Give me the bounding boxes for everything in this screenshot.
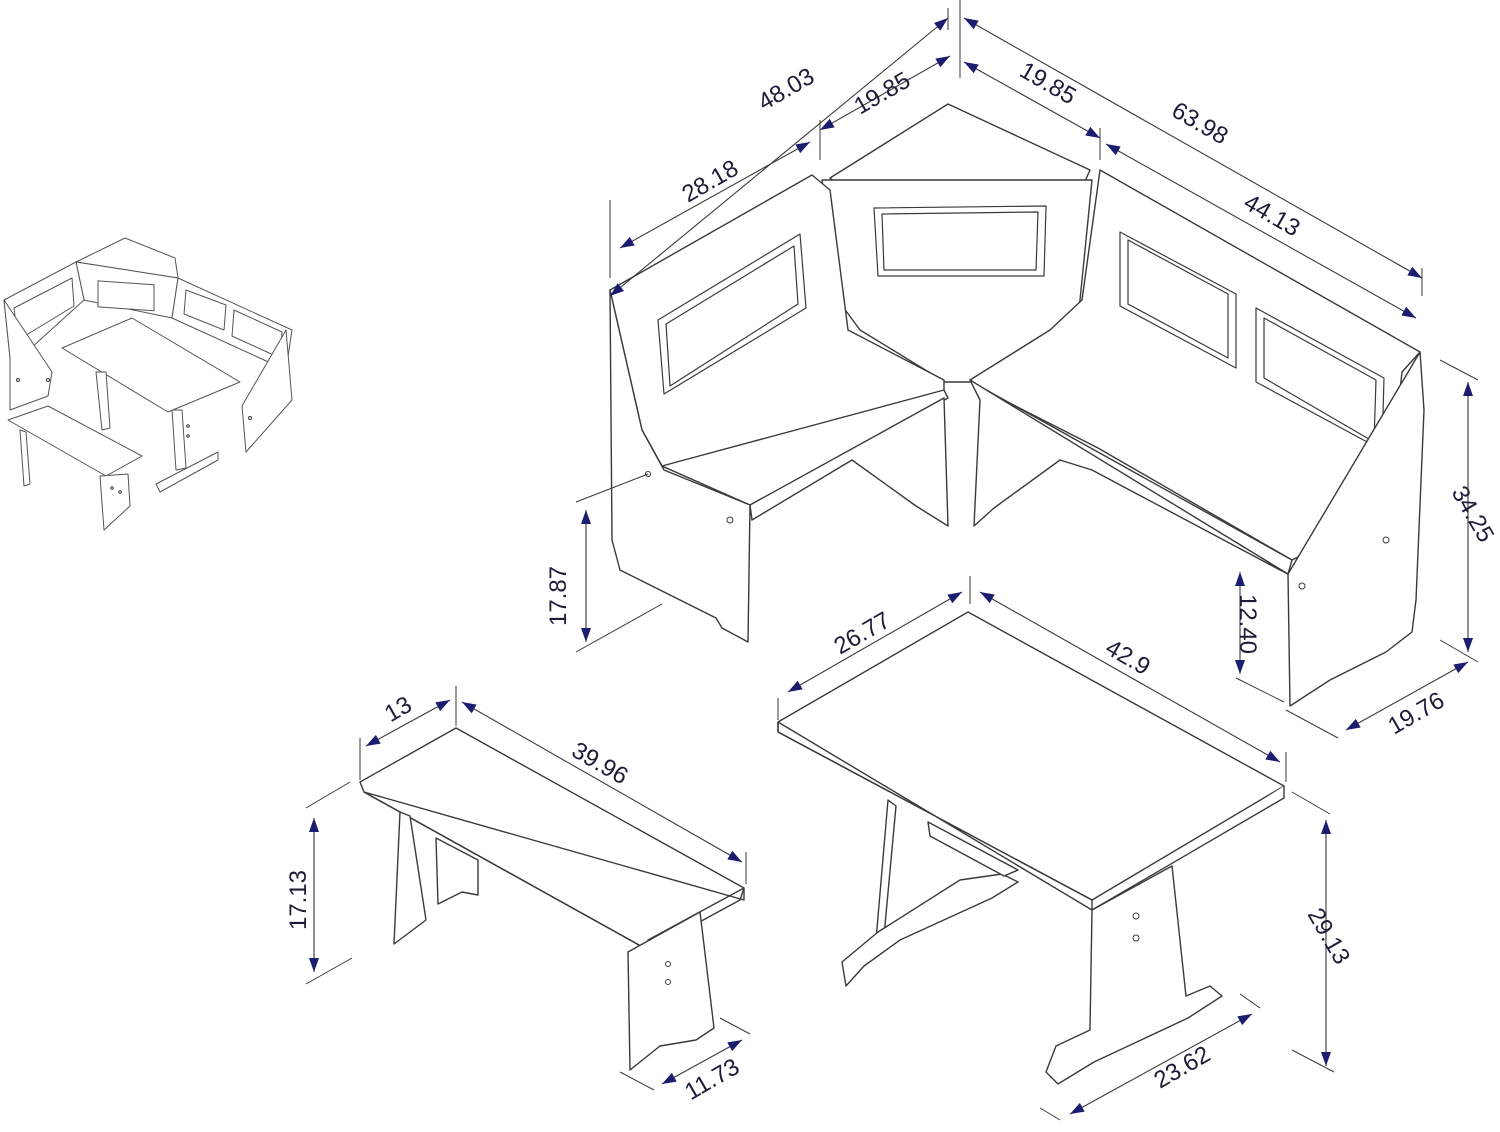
dimension-line-23-62 bbox=[1069, 1013, 1253, 1115]
dimension-line-63-98 bbox=[963, 17, 1423, 279]
extension-line bbox=[719, 1017, 751, 1035]
dimension-arrowhead bbox=[462, 702, 477, 714]
extension-line bbox=[1291, 791, 1331, 815]
dim-label-19-85-left: 19.85 bbox=[849, 67, 915, 120]
dimension-arrowhead bbox=[935, 56, 950, 68]
dimension-arrowhead bbox=[788, 680, 803, 692]
extension-line bbox=[305, 781, 351, 809]
thumbnail-nook-set bbox=[3, 237, 293, 531]
dimension-arrowhead bbox=[366, 734, 381, 746]
dimension-line-39-96 bbox=[461, 701, 743, 863]
dimension-arrowhead bbox=[1235, 660, 1245, 674]
extension-line bbox=[1285, 709, 1339, 739]
dim-label-42-9: 42.9 bbox=[1101, 634, 1155, 681]
extension-line bbox=[575, 473, 649, 503]
extension-line bbox=[1239, 993, 1261, 1009]
extension-line bbox=[619, 1071, 655, 1091]
dimension-arrowhead bbox=[1463, 638, 1473, 652]
dimension-arrowhead bbox=[435, 700, 450, 712]
dimension-arrowhead bbox=[1070, 1102, 1085, 1114]
extension-line bbox=[575, 603, 663, 653]
dimension-arrowhead bbox=[1265, 750, 1280, 762]
dim-label-19-76: 19.76 bbox=[1383, 687, 1449, 740]
dimension-arrowhead bbox=[662, 1072, 677, 1084]
extension-line bbox=[1291, 1049, 1335, 1073]
extension-line bbox=[1439, 359, 1479, 381]
dimension-arrowhead bbox=[581, 510, 591, 524]
dimension-arrowhead bbox=[947, 592, 962, 604]
extension-line bbox=[1039, 1107, 1061, 1121]
dimension-line-44-13 bbox=[1105, 143, 1417, 319]
dimension-arrowhead bbox=[934, 18, 948, 31]
dim-label-12-40: 12.40 bbox=[1234, 594, 1261, 654]
dimension-line-19-76 bbox=[1345, 661, 1469, 731]
dim-label-23-62: 23.62 bbox=[1149, 1041, 1215, 1094]
dimension-arrowhead bbox=[820, 118, 835, 130]
dim-label-63-98: 63.98 bbox=[1167, 97, 1233, 150]
extension-line bbox=[1439, 639, 1479, 663]
dim-label-48-03: 48.03 bbox=[753, 63, 819, 116]
dim-label-29-13: 29.13 bbox=[1302, 903, 1355, 969]
dimension-arrowhead bbox=[1321, 1052, 1331, 1066]
dimension-arrowhead bbox=[1463, 382, 1473, 396]
extension-line bbox=[305, 957, 353, 985]
dimension-arrowhead bbox=[1407, 266, 1422, 278]
dimension-line-13 bbox=[365, 699, 451, 747]
dimension-arrowhead bbox=[309, 958, 319, 972]
dim-label-11-73: 11.73 bbox=[680, 1053, 744, 1106]
dim-label-34-25: 34.25 bbox=[1446, 481, 1499, 547]
corner-nook-bench bbox=[609, 103, 1425, 707]
dimension-line-42-9 bbox=[979, 591, 1281, 763]
dim-label-13: 13 bbox=[380, 691, 417, 728]
dimension-arrowhead bbox=[727, 850, 742, 862]
dimension-arrowhead bbox=[980, 592, 995, 604]
dimension-lines bbox=[305, 0, 1479, 1121]
dimension-line-26-77 bbox=[787, 591, 963, 693]
dimension-arrowhead bbox=[1453, 662, 1468, 674]
dimension-arrowhead bbox=[1401, 306, 1416, 318]
extension-line bbox=[1235, 677, 1285, 703]
dimension-arrowhead bbox=[964, 18, 979, 30]
dimension-arrowhead bbox=[727, 1040, 742, 1052]
dimension-arrowhead bbox=[964, 62, 979, 74]
dimension-arrowhead bbox=[1106, 144, 1121, 156]
dining-table bbox=[777, 611, 1285, 1085]
dimension-arrowhead bbox=[1321, 820, 1331, 834]
dim-label-17-13: 17.13 bbox=[285, 870, 312, 930]
dimension-line-11-73 bbox=[661, 1039, 743, 1085]
dim-label-44-13: 44.13 bbox=[1239, 189, 1305, 242]
dimension-arrowhead bbox=[610, 283, 624, 296]
dimension-line-48-03 bbox=[609, 17, 949, 297]
small-bench bbox=[359, 727, 745, 1071]
dimension-arrowhead bbox=[795, 142, 810, 154]
dim-label-19-85-right: 19.85 bbox=[1015, 57, 1081, 110]
dimension-arrowhead bbox=[1085, 126, 1100, 138]
dimension-line-19-85b bbox=[963, 61, 1101, 139]
dimension-arrowhead bbox=[581, 628, 591, 642]
dim-label-39-96: 39.96 bbox=[567, 737, 633, 790]
dim-label-26-77: 26.77 bbox=[829, 607, 895, 660]
dimension-arrowhead bbox=[1235, 572, 1245, 586]
dimension-arrowhead bbox=[309, 818, 319, 832]
dimension-arrowhead bbox=[1237, 1014, 1252, 1026]
dimension-line-19-85a bbox=[819, 55, 951, 131]
dim-label-17-87: 17.87 bbox=[545, 566, 572, 626]
dimension-arrowhead bbox=[1346, 718, 1361, 730]
dimension-arrowhead bbox=[620, 236, 635, 248]
dim-label-28-18: 28.18 bbox=[677, 155, 743, 208]
dimension-line-28-18 bbox=[619, 141, 811, 249]
